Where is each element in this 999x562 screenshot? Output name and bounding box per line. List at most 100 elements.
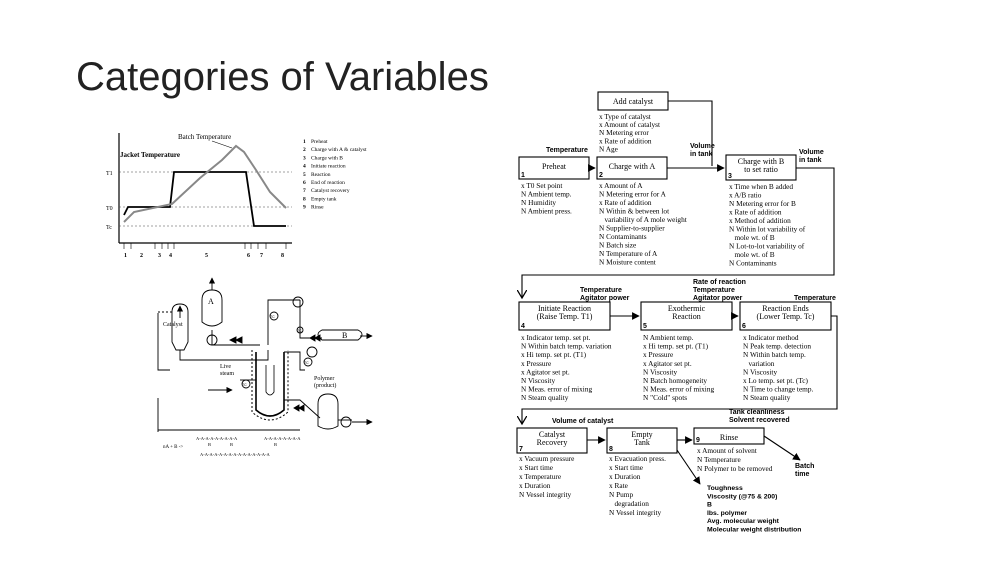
- polymer-tank: [317, 393, 339, 430]
- step-title: Reaction Ends(Lower Temp. Tc): [757, 304, 815, 321]
- x-tick-7: 7: [260, 253, 263, 259]
- pump-a: [206, 334, 218, 346]
- y-tick-tc: Tc: [106, 225, 112, 231]
- label-catalyst: Catalyst: [163, 322, 183, 328]
- legend-number: 6: [303, 180, 306, 186]
- step-number: 6: [742, 323, 746, 330]
- reaction-equation-left: nA + B ->: [163, 445, 183, 450]
- jacket-temp-label: Jacket Temperature: [120, 151, 180, 159]
- tc-1: [269, 311, 279, 321]
- step-title: Preheat: [542, 162, 567, 171]
- arrow-9-batch-time: [763, 435, 801, 461]
- step-4-vars: x Indicator temp. set pt.N Within batch …: [521, 333, 612, 402]
- arrow-6-7: [522, 315, 838, 424]
- x-tick-5: 5: [205, 253, 208, 259]
- tank-a: [201, 289, 223, 327]
- chain-b3: B: [274, 442, 277, 447]
- reactor-vessel: [255, 352, 285, 417]
- step-number: 7: [519, 446, 523, 453]
- step-number: 8: [609, 446, 613, 453]
- x-tick-2: 2: [140, 253, 143, 259]
- legend-item: Charge with B: [311, 155, 343, 161]
- legend-item: Empty tank: [311, 196, 337, 202]
- legend-number: 9: [303, 205, 306, 211]
- output-volume-catalyst: Volume of catalyst: [552, 418, 614, 425]
- arrow-3-4: [522, 167, 835, 298]
- legend-item: Charge with A & catalyst: [311, 147, 367, 153]
- step-number: 1: [521, 172, 525, 179]
- x-tick-1: 1: [124, 253, 127, 259]
- slide-title: Categories of Variables: [76, 55, 489, 99]
- legend-item: Catalyst recovery: [311, 188, 350, 194]
- chain-top: A-A-A-A-A-A-A-A-A: [196, 436, 238, 441]
- x-tick-3: 3: [158, 253, 161, 259]
- legend-item: Initiate reaction: [311, 164, 346, 170]
- label-polymer: Polymer(product): [314, 376, 336, 389]
- y-tick-t1: T1: [106, 171, 113, 177]
- tc-3: [241, 379, 251, 389]
- x-tick-8: 8: [281, 253, 284, 259]
- legend-number: 8: [303, 196, 306, 202]
- step-title: Initiate Reaction(Raise Temp. T1): [537, 304, 593, 321]
- vessel-b: [317, 329, 363, 341]
- process-sketch: [157, 277, 373, 432]
- step-number: 3: [728, 173, 732, 180]
- box-step-2: Charge with A 2: [596, 156, 668, 180]
- step-title: Rinse: [720, 433, 739, 442]
- batch-temperature-line: [123, 144, 287, 223]
- pump-top: [292, 296, 304, 308]
- label-tc-1: TC: [270, 315, 275, 319]
- box-add-catalyst: Add catalyst: [597, 91, 669, 111]
- chain-b1: B: [208, 442, 211, 447]
- jacket-temperature-line: [123, 171, 286, 227]
- y-tick-t0: T0: [106, 206, 113, 212]
- legend-item: Preheat: [311, 139, 328, 145]
- legend-number: 1: [303, 139, 306, 145]
- legend-item: Rinse: [311, 205, 324, 211]
- step-number: 2: [599, 172, 603, 179]
- box-step-6: Reaction Ends(Lower Temp. Tc) 6: [739, 301, 832, 331]
- label-a: A: [208, 297, 214, 306]
- chain-b2: B: [230, 442, 233, 447]
- x-tick-6: 6: [247, 253, 250, 259]
- legend-number: 7: [303, 188, 306, 194]
- pump-polymer: [340, 416, 352, 428]
- step-5-vars: N Ambient temp.x Hi temp. set pt. (T1)x …: [643, 333, 714, 402]
- step-title: Charge with A: [609, 162, 656, 171]
- label-tc-3: TC: [242, 383, 247, 387]
- temperature-profile-chart: Batch Temperature Jacket Temperature T1 …: [106, 133, 367, 259]
- x-tick-4: 4: [169, 253, 172, 259]
- step-number: 5: [643, 323, 647, 330]
- label-tc-4: TC: [297, 329, 302, 333]
- pump-reactor: [306, 346, 318, 358]
- output-temperature-1: Temperature: [546, 147, 588, 154]
- catalyst-tank: [171, 303, 189, 351]
